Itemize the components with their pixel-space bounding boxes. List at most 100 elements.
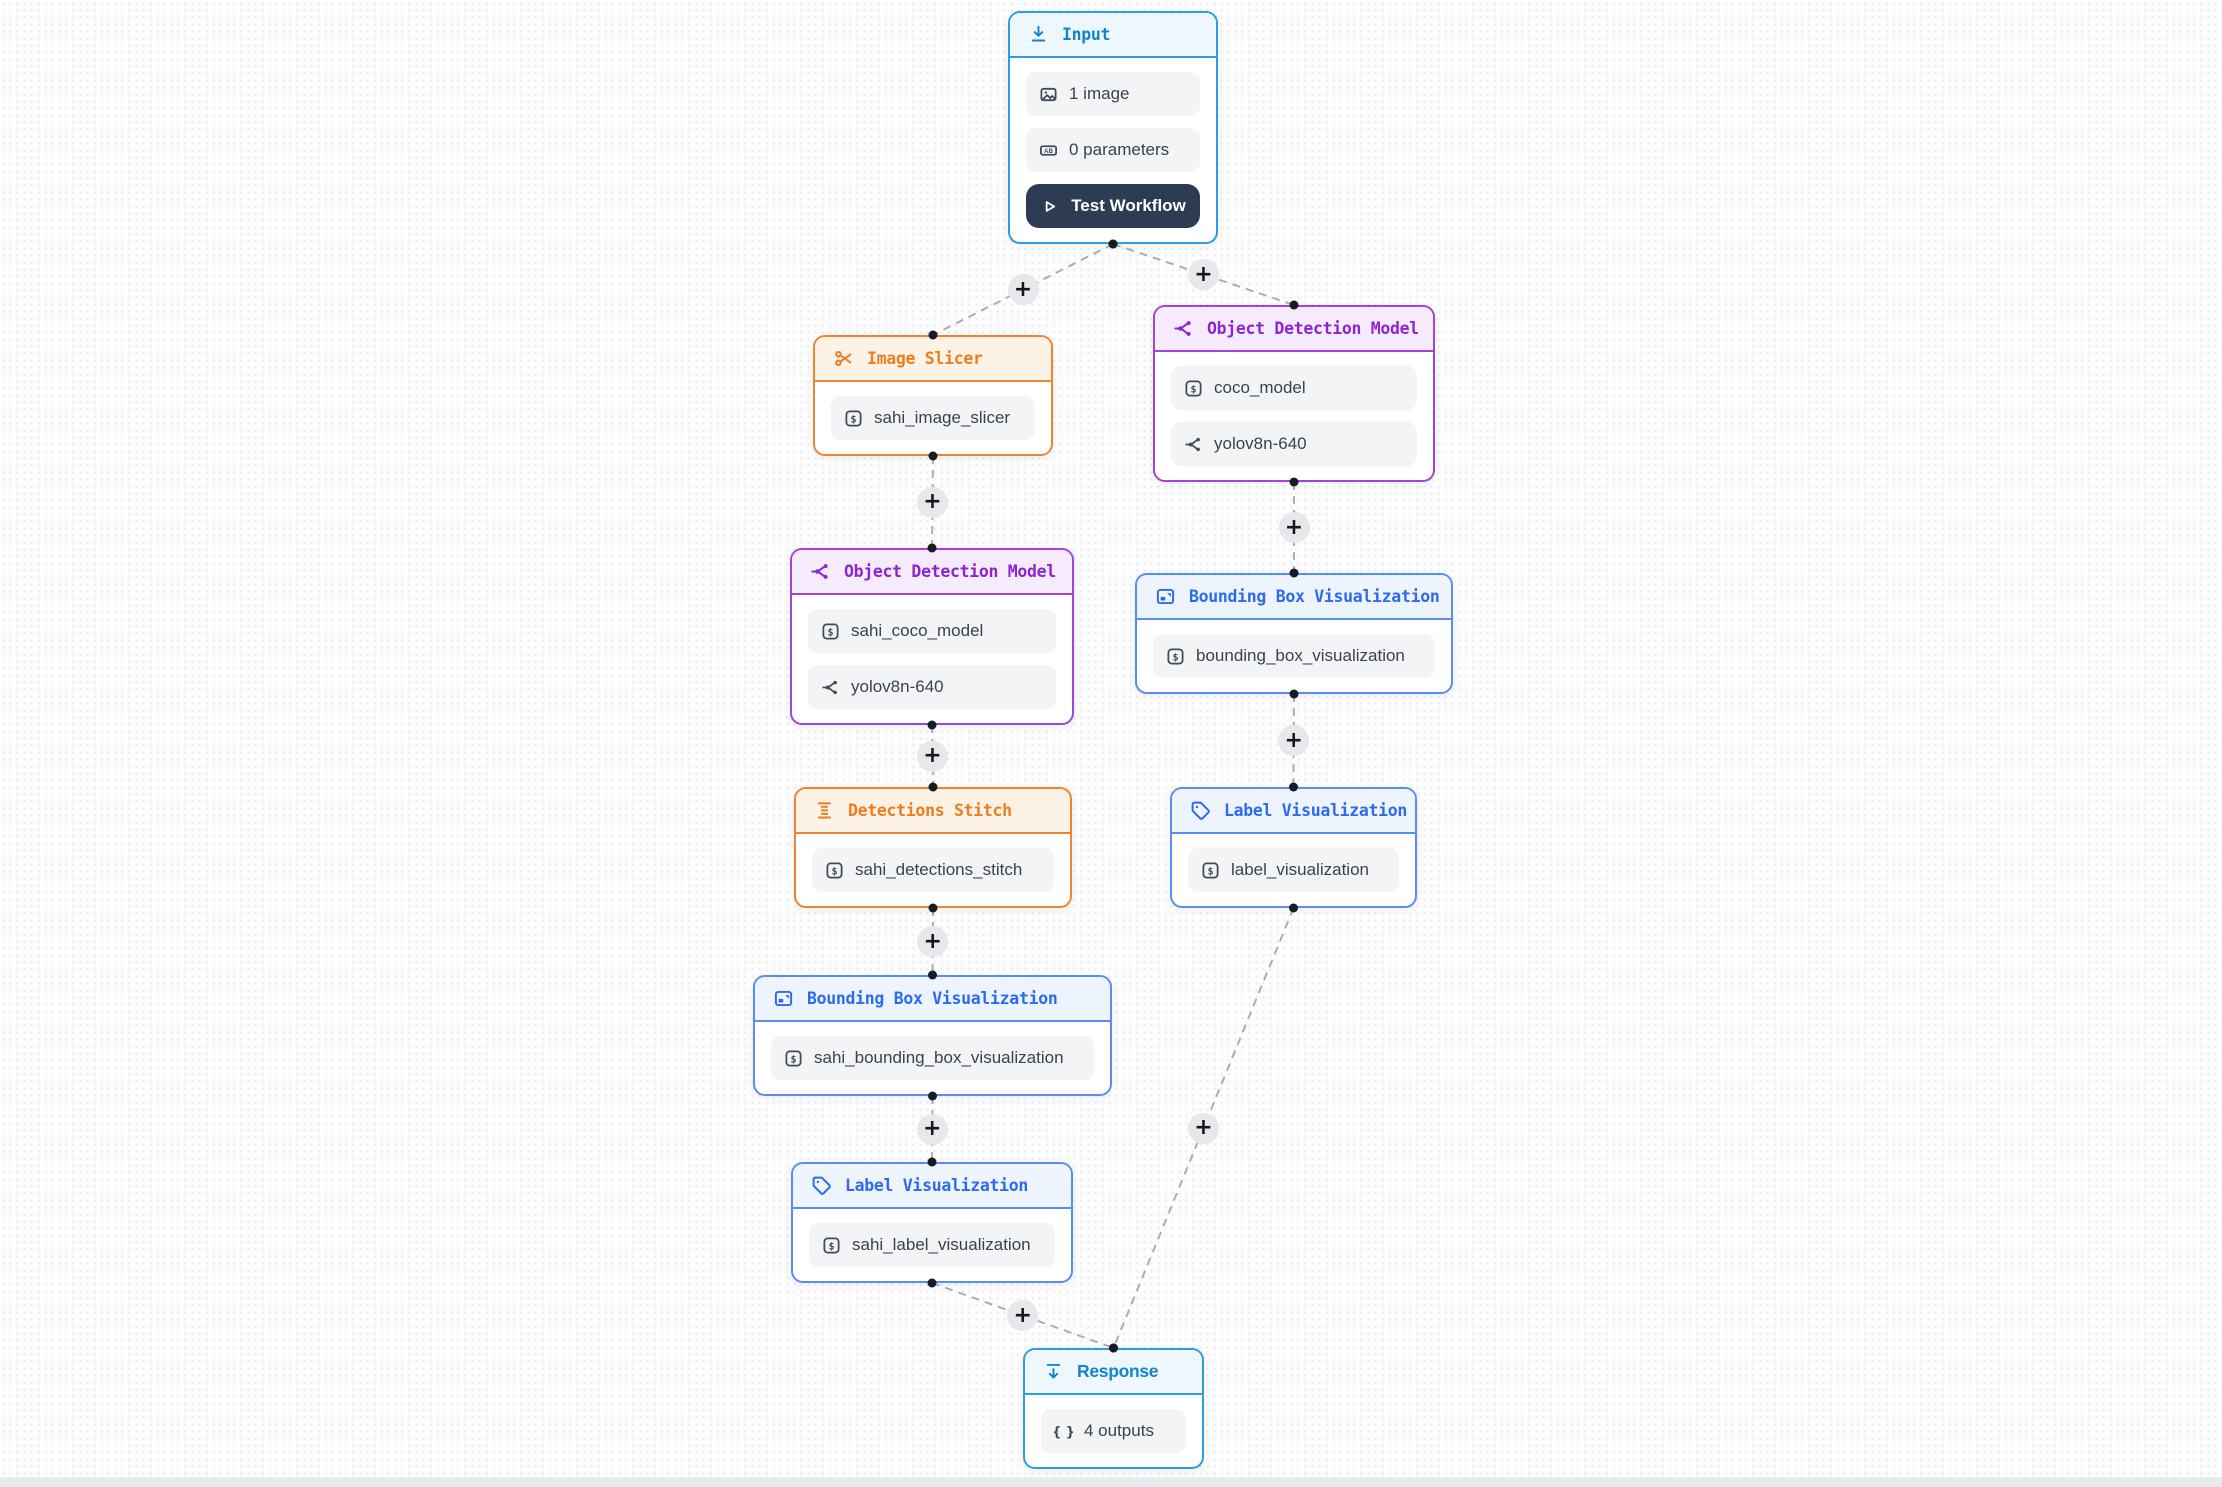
node-title: Input: [1062, 25, 1111, 44]
add-step-button[interactable]: +: [1278, 512, 1310, 543]
chip-label: coco_model: [1214, 378, 1306, 397]
chip-label: bounding_box_visualization: [1196, 646, 1405, 665]
arrow-down-from-line-icon: [1043, 1361, 1064, 1382]
node-body: { } 4 outputs: [1025, 1395, 1202, 1467]
variable-icon: $: [825, 861, 844, 880]
node-title: Label Visualization: [1224, 801, 1408, 820]
chip-label: label_visualization: [1231, 860, 1369, 879]
workflow-node-label_right[interactable]: Label Visualization $ label_visualization: [1170, 787, 1417, 908]
chip-label: 1 image: [1069, 84, 1130, 103]
chip-label: sahi_bounding_box_visualization: [814, 1048, 1064, 1067]
model-icon: [1184, 435, 1203, 454]
test-workflow-button[interactable]: Test Workflow: [1026, 184, 1200, 228]
node-parameter-chip: { } 4 outputs: [1041, 1409, 1186, 1453]
chip-label: 0 parameters: [1069, 140, 1170, 159]
add-step-button[interactable]: +: [917, 486, 948, 518]
node-header: Object Detection Model: [1155, 307, 1433, 352]
node-body: $ bounding_box_visualization: [1137, 620, 1451, 692]
node-parameter-chip: AB 0 parameters: [1026, 128, 1200, 172]
workflow-node-bbox_right[interactable]: Bounding Box Visualization $ bounding_box_…: [1135, 573, 1453, 694]
node-header: Response: [1025, 1350, 1202, 1395]
workflow-node-detections_stitch[interactable]: Detections Stitch $ sahi_detections_stitch: [794, 787, 1072, 908]
workflow-node-label_left[interactable]: Label Visualization $ sahi_label_visualiza…: [791, 1162, 1073, 1283]
chip-label: sahi_label_visualization: [852, 1235, 1031, 1254]
node-body: $ label_visualization: [1172, 834, 1415, 906]
node-parameter-chip: $ label_visualization: [1188, 848, 1399, 892]
add-step-button[interactable]: +: [917, 926, 949, 957]
add-step-button[interactable]: +: [1278, 725, 1310, 756]
node-title: Label Visualization: [845, 1176, 1029, 1195]
node-parameter-chip: $ sahi_detections_stitch: [812, 848, 1054, 892]
chip-label: sahi_coco_model: [851, 621, 984, 640]
add-step-button[interactable]: +: [1007, 274, 1039, 305]
node-title: Image Slicer: [867, 349, 983, 368]
node-parameter-chip: yolov8n-640: [1171, 422, 1417, 466]
bounding-box-icon: [773, 988, 794, 1009]
node-body: $ coco_model yolov8n-640: [1155, 352, 1433, 480]
node-header: Bounding Box Visualization: [1137, 575, 1451, 620]
chip-label: sahi_detections_stitch: [855, 860, 1023, 879]
node-parameter-chip: $ bounding_box_visualization: [1153, 634, 1435, 678]
svg-text:$: $: [1207, 866, 1213, 877]
bounding-box-icon: [1155, 586, 1176, 607]
svg-text:{ }: { }: [1054, 1424, 1073, 1439]
parameters-icon: AB: [1039, 141, 1058, 160]
variable-icon: $: [821, 622, 840, 641]
variable-icon: $: [1166, 647, 1185, 666]
test-workflow-button-label: Test Workflow: [1071, 196, 1186, 215]
variable-icon: $: [844, 409, 863, 428]
node-header: Bounding Box Visualization: [755, 977, 1110, 1022]
variable-icon: $: [784, 1049, 803, 1068]
svg-text:$: $: [831, 866, 837, 877]
node-parameter-chip: $ sahi_image_slicer: [831, 396, 1035, 440]
braces-icon: { }: [1054, 1422, 1073, 1441]
node-parameter-chip: $ sahi_label_visualization: [809, 1223, 1055, 1267]
model-icon: [821, 678, 840, 697]
add-step-button[interactable]: +: [1007, 1300, 1039, 1331]
svg-text:$: $: [790, 1054, 796, 1065]
chip-label: 4 outputs: [1084, 1421, 1154, 1440]
workflow-node-image_slicer[interactable]: Image Slicer $ sahi_image_slicer: [813, 335, 1053, 456]
node-parameter-chip: yolov8n-640: [808, 665, 1056, 709]
tag-icon: [1190, 800, 1211, 821]
node-title: Object Detection Model: [1207, 319, 1419, 338]
add-step-button[interactable]: +: [916, 1113, 948, 1145]
chip-label: sahi_image_slicer: [874, 408, 1011, 427]
node-body: $ sahi_label_visualization: [793, 1209, 1071, 1281]
chip-label: yolov8n-640: [1214, 434, 1307, 453]
stitch-icon: [814, 800, 835, 821]
scissors-icon: [833, 348, 854, 369]
svg-text:$: $: [827, 627, 833, 638]
svg-text:$: $: [850, 414, 856, 425]
node-title: Bounding Box Visualization: [807, 989, 1058, 1008]
add-step-button[interactable]: +: [1188, 259, 1219, 290]
svg-text:$: $: [1190, 384, 1196, 395]
variable-icon: $: [1201, 861, 1220, 880]
node-title: Object Detection Model: [844, 562, 1056, 581]
node-header: Object Detection Model: [792, 550, 1072, 595]
workflow-node-odm_right[interactable]: Object Detection Model $ coco_model yolov8n…: [1153, 305, 1435, 482]
node-header: Input: [1010, 13, 1216, 58]
workflow-node-bbox_left[interactable]: Bounding Box Visualization $ sahi_bounding…: [753, 975, 1112, 1096]
svg-text:AB: AB: [1044, 147, 1053, 154]
tag-icon: [811, 1175, 832, 1196]
chip-label: yolov8n-640: [851, 677, 944, 696]
variable-icon: $: [822, 1236, 841, 1255]
node-parameter-chip: 1 image: [1026, 72, 1200, 116]
svg-text:$: $: [1172, 652, 1178, 663]
add-step-button[interactable]: +: [1188, 1112, 1219, 1144]
node-body: $ sahi_bounding_box_visualization: [755, 1022, 1110, 1094]
node-header: Label Visualization: [793, 1164, 1071, 1209]
add-step-button[interactable]: +: [917, 740, 948, 772]
model-icon: [1173, 318, 1194, 339]
canvas-bottom-edge: [0, 1477, 2222, 1487]
arrow-down-to-line-icon: [1028, 24, 1049, 45]
workflow-node-response[interactable]: Response { } 4 outputs: [1023, 1348, 1204, 1469]
node-title: Detections Stitch: [848, 801, 1012, 820]
node-body: $ sahi_image_slicer: [815, 382, 1051, 454]
node-title: Bounding Box Visualization: [1189, 587, 1440, 606]
node-body: $ sahi_coco_model yolov8n-640: [792, 595, 1072, 723]
